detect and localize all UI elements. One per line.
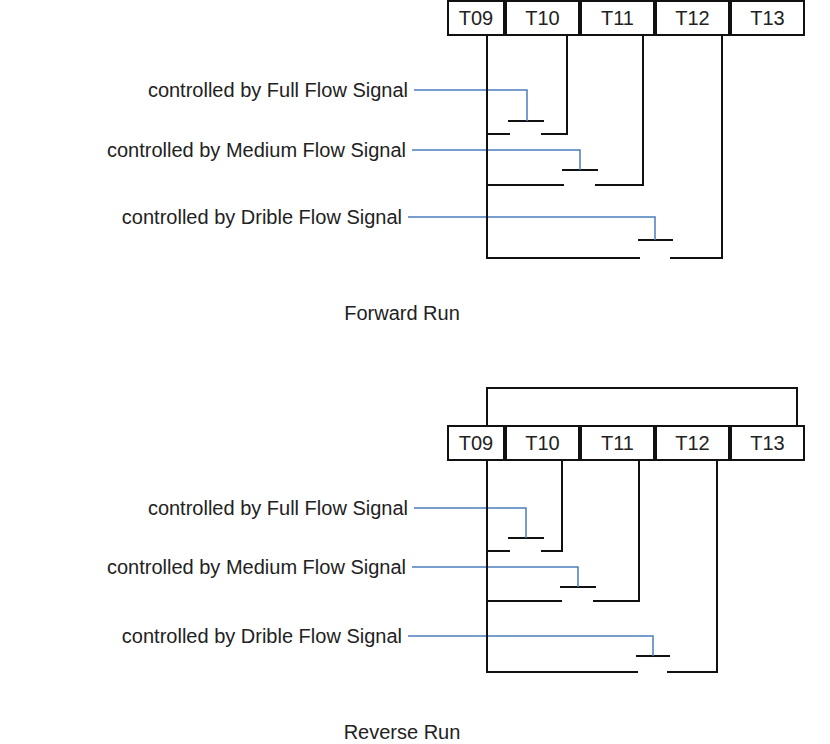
- terminal-label: T12: [675, 8, 709, 28]
- wire: [487, 461, 562, 551]
- terminal-label: T09: [459, 433, 493, 453]
- terminal-label: T10: [525, 433, 559, 453]
- signal-label: controlled by Full Flow Signal: [146, 80, 410, 100]
- wire: [487, 36, 722, 258]
- terminal-box: T12: [655, 425, 730, 461]
- terminal-box: T11: [580, 0, 655, 36]
- diagram-caption: Forward Run: [342, 303, 462, 323]
- terminal-box: T11: [580, 425, 655, 461]
- terminal-label: T13: [750, 8, 784, 28]
- leader-line: [414, 508, 526, 538]
- terminal-box: T09: [447, 425, 505, 461]
- leader-line: [412, 567, 578, 587]
- terminal-box: T09: [447, 0, 505, 36]
- terminal-box: T13: [730, 425, 805, 461]
- terminal-label: T11: [601, 8, 634, 28]
- leader-line: [408, 217, 655, 240]
- wire: [487, 461, 639, 601]
- terminal-label: T10: [525, 8, 559, 28]
- wire: [487, 36, 567, 134]
- signal-label: controlled by Full Flow Signal: [146, 498, 410, 518]
- wire: [487, 461, 717, 672]
- wire: [487, 36, 643, 185]
- leader-lines: [408, 90, 655, 656]
- terminal-label: T11: [601, 433, 634, 453]
- leader-line: [414, 90, 527, 121]
- signal-label: controlled by Medium Flow Signal: [105, 557, 408, 577]
- terminal-label: T12: [675, 433, 709, 453]
- signal-label: controlled by Drible Flow Signal: [120, 207, 404, 227]
- diagram-caption: Reverse Run: [342, 722, 463, 742]
- terminal-label: T09: [459, 8, 493, 28]
- terminal-box: T12: [655, 0, 730, 36]
- terminal-box: T10: [505, 425, 580, 461]
- signal-label: controlled by Drible Flow Signal: [120, 626, 404, 646]
- terminal-box: T13: [730, 0, 805, 36]
- terminal-label: T13: [750, 433, 784, 453]
- leader-line: [412, 150, 580, 170]
- terminal-box: T10: [505, 0, 580, 36]
- signal-label: controlled by Medium Flow Signal: [105, 140, 408, 160]
- wire: [487, 388, 797, 425]
- leader-line: [408, 636, 653, 656]
- contact-bar: [508, 120, 544, 122]
